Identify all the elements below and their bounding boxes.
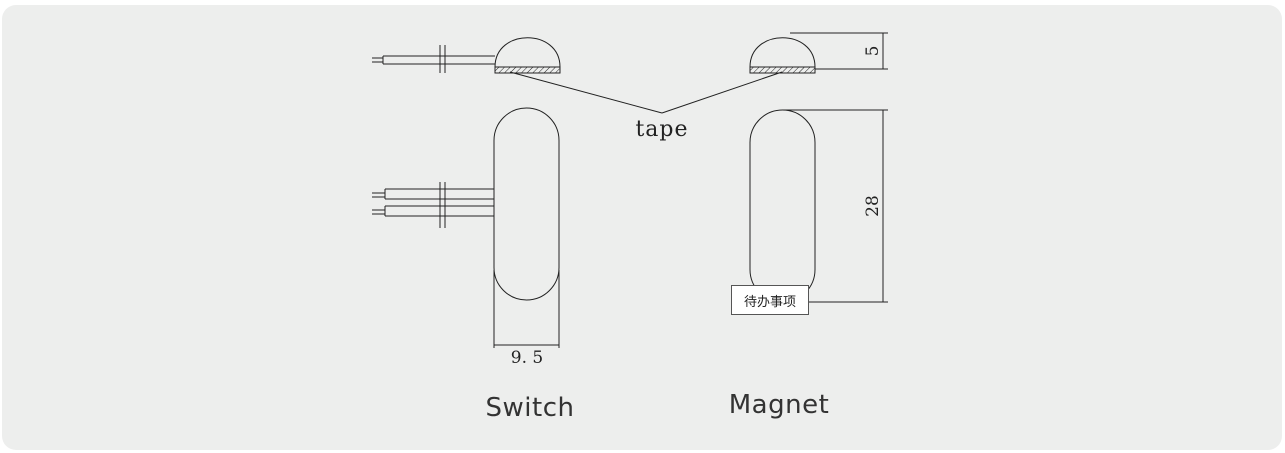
tape-leader-lines [509,71,783,114]
switch-caption: Switch [486,393,575,423]
switch-front-view [372,107,560,348]
tape-label: tape [635,117,688,142]
dimension-width-label: 9. 5 [511,348,543,368]
magnet-caption: Magnet [729,390,830,420]
switch-side-view [372,37,561,74]
dimension-height-label: 5 [863,46,883,57]
dimension-length-label: 28 [863,195,883,217]
diagram-panel [2,5,1282,450]
magnet-side-view [749,32,888,74]
todo-tooltip: 待办事项 [731,285,809,315]
